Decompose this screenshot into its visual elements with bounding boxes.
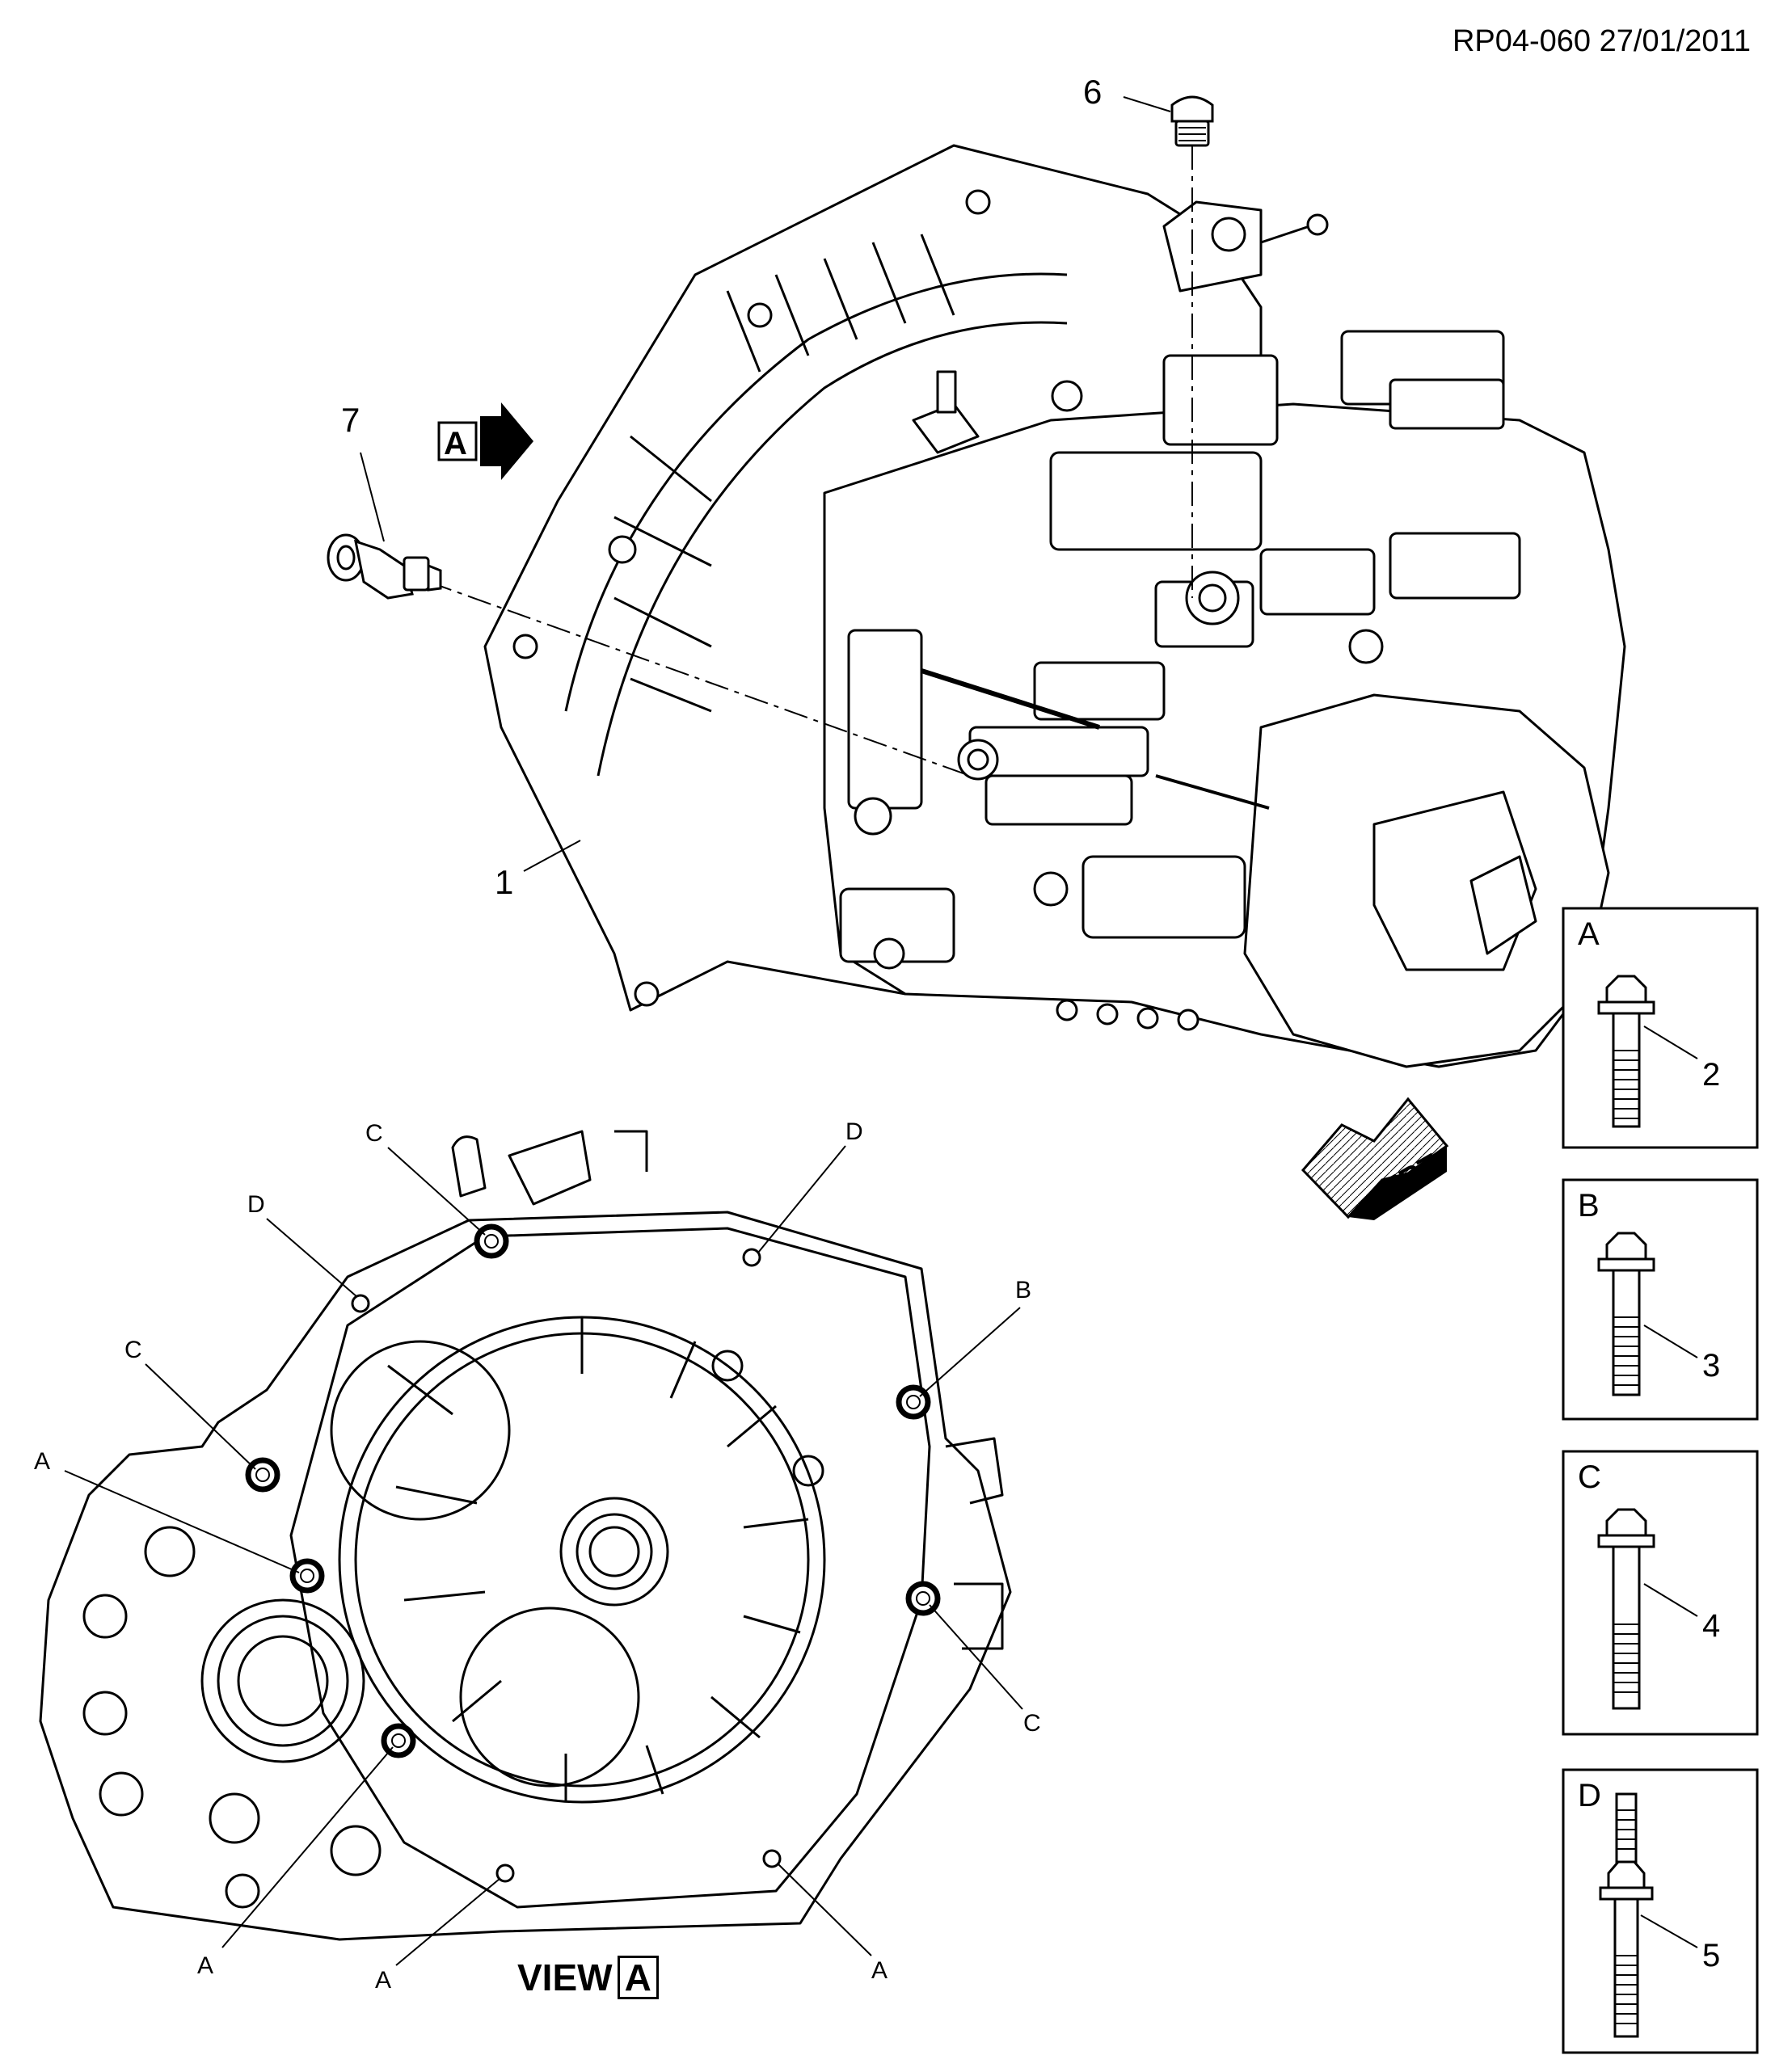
bolt-label: C — [1023, 1710, 1041, 1737]
bolt-label: D — [845, 1118, 863, 1145]
legend-part-a: 2 — [1702, 1057, 1721, 1093]
document-id: RP04-060 27/01/2011 — [1452, 24, 1751, 58]
legend-box-b — [1562, 1178, 1759, 1421]
legend-box-c — [1562, 1450, 1759, 1736]
leader-part-7 — [360, 452, 385, 542]
view-a-bolt-holes — [245, 1223, 941, 1883]
view-caption-word: VIEW — [517, 1956, 613, 1998]
bolt-label: B — [1015, 1277, 1031, 1303]
leader-part-6 — [1123, 96, 1171, 112]
bolt-label: A — [375, 1967, 391, 1994]
legend-part-c: 4 — [1702, 1608, 1721, 1644]
bolt-hole-c-left — [245, 1457, 280, 1493]
callout-part-6: 6 — [1083, 73, 1102, 111]
bolt-label: A — [871, 1957, 888, 1984]
bolt-hole-a-bottom-mid — [495, 1864, 515, 1883]
gearbox-assembly — [483, 144, 1626, 1068]
bolt-hole-d-left — [351, 1294, 370, 1313]
bolt-hole-a-left — [289, 1558, 325, 1594]
center-lines — [428, 145, 1193, 777]
bolt-hole-a-bottom-right — [762, 1849, 782, 1868]
bolt-hole-a-bottom-left — [381, 1723, 416, 1758]
bolt-label: A — [34, 1448, 50, 1475]
plug-part-6 — [1170, 95, 1214, 147]
view-a-caption: VIEW A — [517, 1956, 659, 1999]
legend-part-b: 3 — [1702, 1348, 1721, 1383]
legend-letter-c: C — [1578, 1459, 1601, 1495]
legend-part-d: 5 — [1702, 1938, 1721, 1973]
callout-part-1: 1 — [495, 863, 513, 901]
bolt-label: D — [247, 1191, 265, 1218]
legend-box-d — [1562, 1768, 1759, 2054]
front-direction-arrow: FRT — [1301, 1097, 1449, 1220]
legend-box-a — [1562, 907, 1759, 1149]
view-a-leaders — [64, 1145, 1023, 1966]
bolt-label: A — [197, 1952, 213, 1979]
bolt-label: C — [365, 1120, 383, 1147]
bolt-hole-b — [896, 1384, 931, 1420]
view-caption-letter: A — [617, 1956, 659, 1999]
view-a-bolt-labels: C D D B C A C A A A — [34, 1118, 1041, 1994]
view-a-arrow: A — [437, 402, 533, 480]
switch-part-7 — [327, 533, 442, 600]
legend-letter-d: D — [1578, 1778, 1601, 1813]
svg-text:A: A — [444, 426, 467, 461]
leader-part-1 — [523, 840, 581, 872]
callout-part-7: 7 — [341, 401, 360, 439]
bolt-label: C — [124, 1337, 142, 1363]
legend-letter-a: A — [1578, 916, 1600, 952]
legend-letter-b: B — [1578, 1188, 1600, 1223]
bolt-hole-d-top — [742, 1248, 761, 1267]
view-a-housing — [39, 1130, 1012, 1941]
